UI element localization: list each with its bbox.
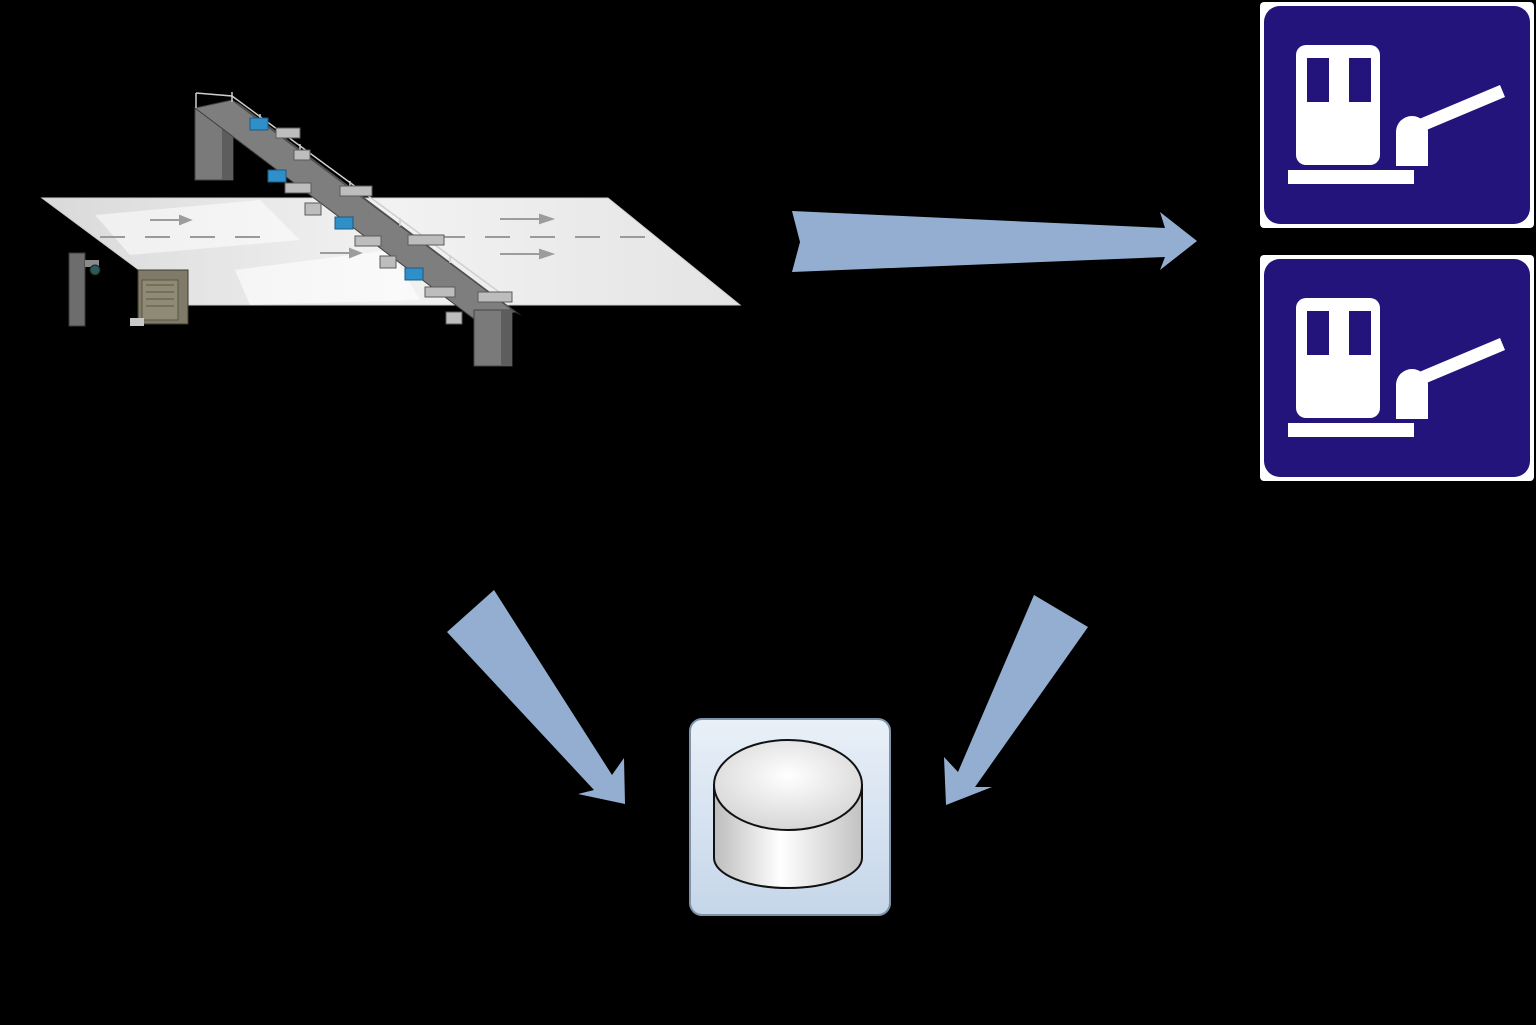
toll-booth-sign-1 <box>1260 2 1534 228</box>
toll-gantry-illustration <box>40 92 742 367</box>
toll-booth-barrier-icon <box>1288 45 1505 184</box>
arrow-right-icon <box>792 211 1197 272</box>
arrow-down-right-icon <box>447 590 625 804</box>
gantry-cameras <box>249 117 424 281</box>
database <box>689 718 891 916</box>
toll-booth-sign-2 <box>1260 255 1534 481</box>
roadside-pole <box>68 252 86 327</box>
gantry-sensors <box>275 127 513 325</box>
arrow-down-left-icon <box>944 595 1088 805</box>
roadside-cabinet <box>130 269 189 326</box>
database-cylinder-icon <box>713 739 863 889</box>
lane-arrows <box>150 213 556 260</box>
toll-booth-barrier-icon <box>1288 298 1505 437</box>
